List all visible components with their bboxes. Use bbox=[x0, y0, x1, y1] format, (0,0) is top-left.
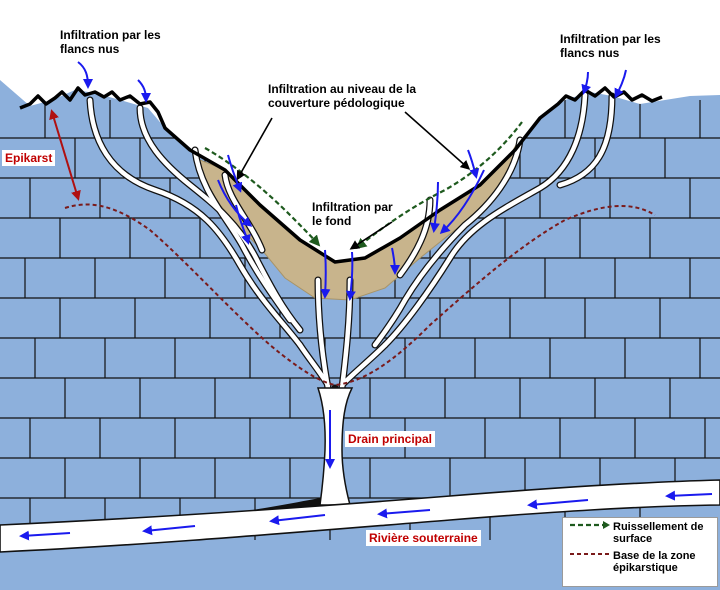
river-flow-arrow-icon bbox=[665, 490, 713, 501]
pointer-bottom bbox=[349, 221, 393, 250]
label-soil-infiltration: Infiltration au niveau de la couverture … bbox=[268, 82, 417, 110]
river-flow-arrow-icon bbox=[527, 499, 589, 510]
legend-item-epikarst-base: Base de la zone épikarstique bbox=[569, 550, 715, 574]
river-flow-arrows bbox=[19, 490, 713, 541]
river-flow-arrow-icon bbox=[142, 525, 196, 536]
infiltration-arrow-icon bbox=[581, 71, 591, 95]
runoff-arrow-right bbox=[355, 121, 523, 250]
underground-river bbox=[0, 479, 720, 553]
infiltration-arrow-icon bbox=[439, 169, 485, 235]
legend-runoff-swatch bbox=[570, 521, 610, 529]
infiltration-arrow-icon bbox=[137, 79, 151, 103]
epikarst-base-line bbox=[64, 203, 656, 387]
label-flank-left: Infiltration par les flancs nus bbox=[60, 28, 161, 56]
infiltration-arrow-icon bbox=[429, 181, 440, 233]
river-flow-arrow-icon bbox=[269, 514, 326, 526]
infiltration-arrow-icon bbox=[320, 249, 331, 299]
legend-runoff-label: Ruissellement de surface bbox=[613, 521, 704, 545]
infiltration-arrows bbox=[77, 61, 627, 469]
legend-epikarst-base-label: Base de la zone épikarstique bbox=[613, 550, 696, 574]
infiltration-arrow-icon bbox=[77, 61, 93, 89]
pointer-soil-right bbox=[404, 111, 471, 170]
legend-item-runoff: Ruissellement de surface bbox=[569, 521, 715, 545]
ground-surface bbox=[19, 86, 663, 264]
pointer-soil-left bbox=[236, 117, 273, 181]
infiltration-arrow-icon bbox=[217, 179, 253, 227]
label-epikarst: Epikarst bbox=[2, 150, 56, 166]
epikarst-thickness-arrow bbox=[49, 109, 81, 201]
infiltration-arrow-icon bbox=[614, 69, 627, 99]
bedding-joints bbox=[0, 100, 720, 540]
infiltration-arrow-icon bbox=[389, 247, 400, 275]
label-underground-river: Rivière souterraine bbox=[366, 530, 481, 546]
infiltration-arrow-icon bbox=[235, 204, 251, 245]
label-bottom-infiltration: Infiltration par le fond bbox=[312, 200, 393, 228]
label-flank-right: Infiltration par les flancs nus bbox=[560, 32, 661, 60]
river-flow-arrow-icon bbox=[19, 530, 71, 541]
label-main-drain: Drain principal bbox=[345, 431, 436, 447]
legend-epikarst-base-swatch bbox=[570, 553, 609, 555]
infiltration-arrow-icon bbox=[467, 149, 480, 179]
runoff-arrow-left bbox=[204, 147, 321, 247]
infiltration-arrow-icon bbox=[345, 251, 356, 301]
legend: Ruissellement de surface Base de la zone… bbox=[562, 517, 718, 587]
river-flow-arrow-icon bbox=[377, 508, 431, 519]
infiltration-arrow-icon bbox=[227, 154, 243, 193]
